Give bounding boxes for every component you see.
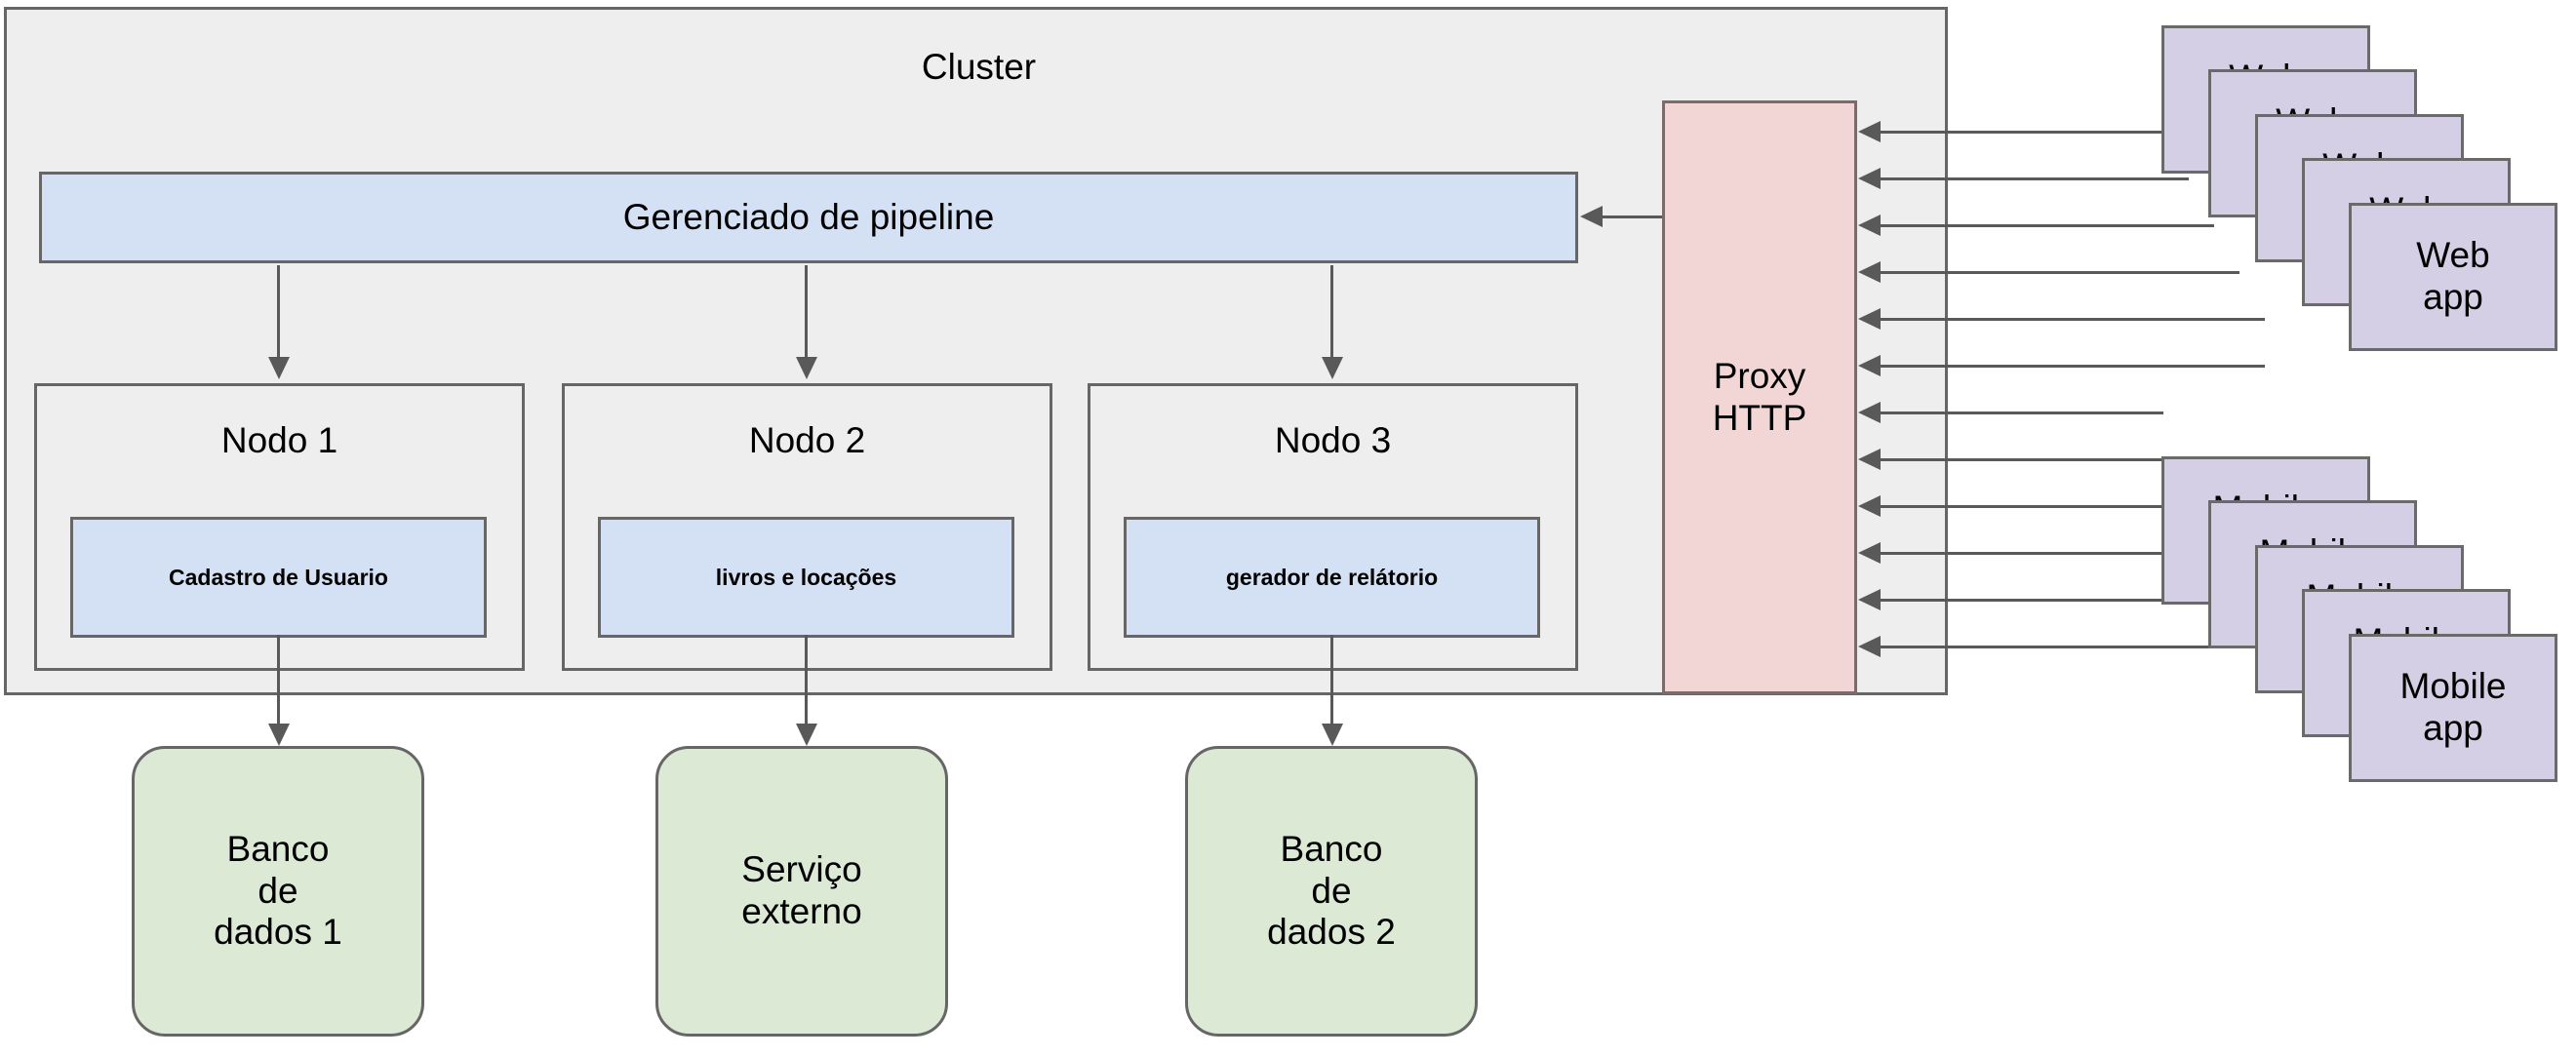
client-to-proxy-line-12: [1881, 646, 2265, 648]
node-title-3: Nodo 3: [1274, 420, 1392, 460]
client-to-proxy-arrowhead-11: [1858, 589, 1881, 610]
node-2-to-store-2-line: [805, 635, 808, 728]
client-to-proxy-line-7: [1881, 411, 2163, 414]
node-title-2: Nodo 2: [748, 420, 866, 460]
client-to-proxy-line-11: [1881, 599, 2265, 602]
node-box-1[interactable]: Nodo 1 Cadastro de Usuario: [34, 383, 525, 671]
pipeline-to-node-2-line: [805, 265, 808, 359]
client-to-proxy-arrowhead-1: [1858, 121, 1881, 142]
web-app-card-5-line-2: app: [2423, 277, 2483, 317]
proxy-to-pipeline-line: [1588, 216, 1662, 218]
client-to-proxy-arrowhead-3: [1858, 215, 1881, 236]
client-to-proxy-line-6: [1881, 365, 2265, 368]
mobile-app-card-5-line-1: Mobile: [2399, 666, 2507, 707]
pipeline-to-node-3-arrowhead: [1322, 357, 1343, 379]
web-app-card-5-line-1: Web: [2416, 235, 2490, 276]
store-3-line-2: de: [1311, 870, 1352, 911]
client-to-proxy-arrowhead-2: [1858, 168, 1881, 189]
store-2-line-2: externo: [741, 891, 862, 931]
store-1-line-1: Banco: [226, 828, 330, 869]
web-app-card-5[interactable]: Web app: [2349, 203, 2557, 351]
service-label-2: livros e locações: [715, 564, 897, 590]
service-label-1: Cadastro de Usuario: [169, 564, 388, 590]
node-title-1: Nodo 1: [220, 420, 338, 460]
client-to-proxy-arrowhead-5: [1858, 308, 1881, 330]
service-box-livros-e-locacoes[interactable]: livros e locações: [598, 517, 1014, 638]
client-to-proxy-line-9: [1881, 505, 2214, 508]
client-to-proxy-arrowhead-8: [1858, 449, 1881, 470]
client-to-proxy-line-8: [1881, 458, 2189, 461]
pipeline-manager-box[interactable]: Gerenciado de pipeline: [39, 172, 1578, 263]
node-box-3[interactable]: Nodo 3 gerador de relátorio: [1088, 383, 1578, 671]
store-box-servico-externo[interactable]: Serviço externo: [655, 746, 948, 1037]
proxy-to-pipeline-arrowhead: [1580, 206, 1603, 227]
client-to-proxy-arrowhead-12: [1858, 636, 1881, 657]
client-to-proxy-line-4: [1881, 271, 2239, 274]
cluster-title: Cluster: [921, 47, 1037, 87]
store-3-line-3: dados 2: [1267, 912, 1396, 953]
client-to-proxy-arrowhead-9: [1858, 495, 1881, 517]
client-to-proxy-line-10: [1881, 552, 2239, 555]
pipeline-to-node-1-arrowhead: [268, 357, 290, 379]
client-to-proxy-arrowhead-7: [1858, 402, 1881, 423]
node-2-to-store-2-arrowhead: [796, 724, 817, 746]
node-1-to-store-1-arrowhead: [268, 724, 290, 746]
store-1-line-2: de: [258, 870, 298, 911]
node-1-to-store-1-line: [277, 635, 280, 728]
client-to-proxy-arrowhead-4: [1858, 261, 1881, 283]
service-box-cadastro-de-usuario[interactable]: Cadastro de Usuario: [70, 517, 487, 638]
proxy-label-line-2: HTTP: [1712, 397, 1807, 438]
client-to-proxy-line-5: [1881, 318, 2265, 321]
service-box-gerador-de-relatorio[interactable]: gerador de relátorio: [1124, 517, 1540, 638]
mobile-app-card-5[interactable]: Mobile app: [2349, 634, 2557, 782]
store-box-banco-de-dados-1[interactable]: Banco de dados 1: [132, 746, 424, 1037]
client-to-proxy-line-3: [1881, 224, 2214, 227]
pipeline-to-node-3-line: [1330, 265, 1333, 359]
store-2-line-1: Serviço: [741, 849, 862, 890]
mobile-app-card-5-line-2: app: [2423, 708, 2483, 748]
proxy-http-box[interactable]: Proxy HTTP: [1662, 100, 1857, 694]
proxy-label-line-1: Proxy: [1713, 355, 1806, 396]
client-to-proxy-line-1: [1881, 131, 2163, 134]
client-to-proxy-line-2: [1881, 177, 2189, 180]
pipeline-manager-label: Gerenciado de pipeline: [622, 196, 995, 237]
client-to-proxy-arrowhead-6: [1858, 355, 1881, 376]
node-3-to-store-3-line: [1330, 635, 1333, 728]
store-box-banco-de-dados-2[interactable]: Banco de dados 2: [1185, 746, 1478, 1037]
store-3-line-1: Banco: [1280, 828, 1383, 869]
service-label-3: gerador de relátorio: [1225, 564, 1439, 590]
node-3-to-store-3-arrowhead: [1322, 724, 1343, 746]
node-box-2[interactable]: Nodo 2 livros e locações: [562, 383, 1052, 671]
client-to-proxy-arrowhead-10: [1858, 542, 1881, 564]
pipeline-to-node-1-line: [277, 265, 280, 359]
pipeline-to-node-2-arrowhead: [796, 357, 817, 379]
store-1-line-3: dados 1: [214, 912, 342, 953]
